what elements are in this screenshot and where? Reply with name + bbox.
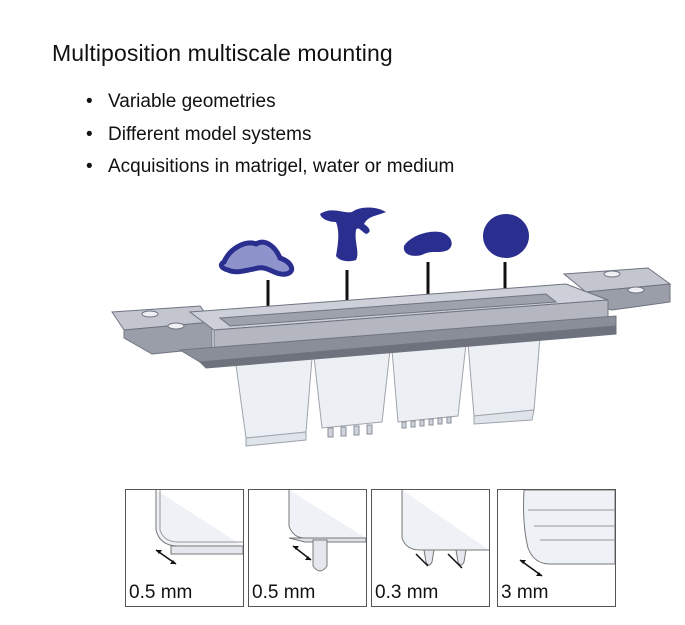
mounting-diagram [111, 207, 672, 447]
detail-panel-3: 0.3 mm [371, 489, 490, 607]
bullet-item: Variable geometries [86, 86, 454, 119]
sample-sphere [483, 214, 529, 258]
sample-branched [320, 207, 386, 262]
sample-kidney [403, 231, 452, 256]
slide-title: Multiposition multiscale mounting [52, 40, 393, 66]
bullet-item: Acquisitions in matrigel, water or mediu… [86, 151, 454, 184]
detail-panel-1: 0.5 mm [125, 489, 244, 607]
bullet-item: Different model systems [86, 119, 454, 152]
sample-irregular-light [218, 239, 295, 277]
scale-label: 0.5 mm [129, 582, 193, 603]
detail-panel-4: 3 mm [497, 489, 616, 607]
scale-label: 0.3 mm [375, 582, 439, 603]
detail-panel-2: 0.5 mm [248, 489, 367, 607]
bullet-list: Variable geometries Different model syst… [86, 86, 454, 184]
mount-body [111, 267, 672, 369]
scale-label: 3 mm [501, 582, 549, 603]
tube-tips [327, 416, 452, 438]
scale-label: 0.5 mm [252, 582, 316, 603]
sample-tubes [235, 336, 541, 447]
